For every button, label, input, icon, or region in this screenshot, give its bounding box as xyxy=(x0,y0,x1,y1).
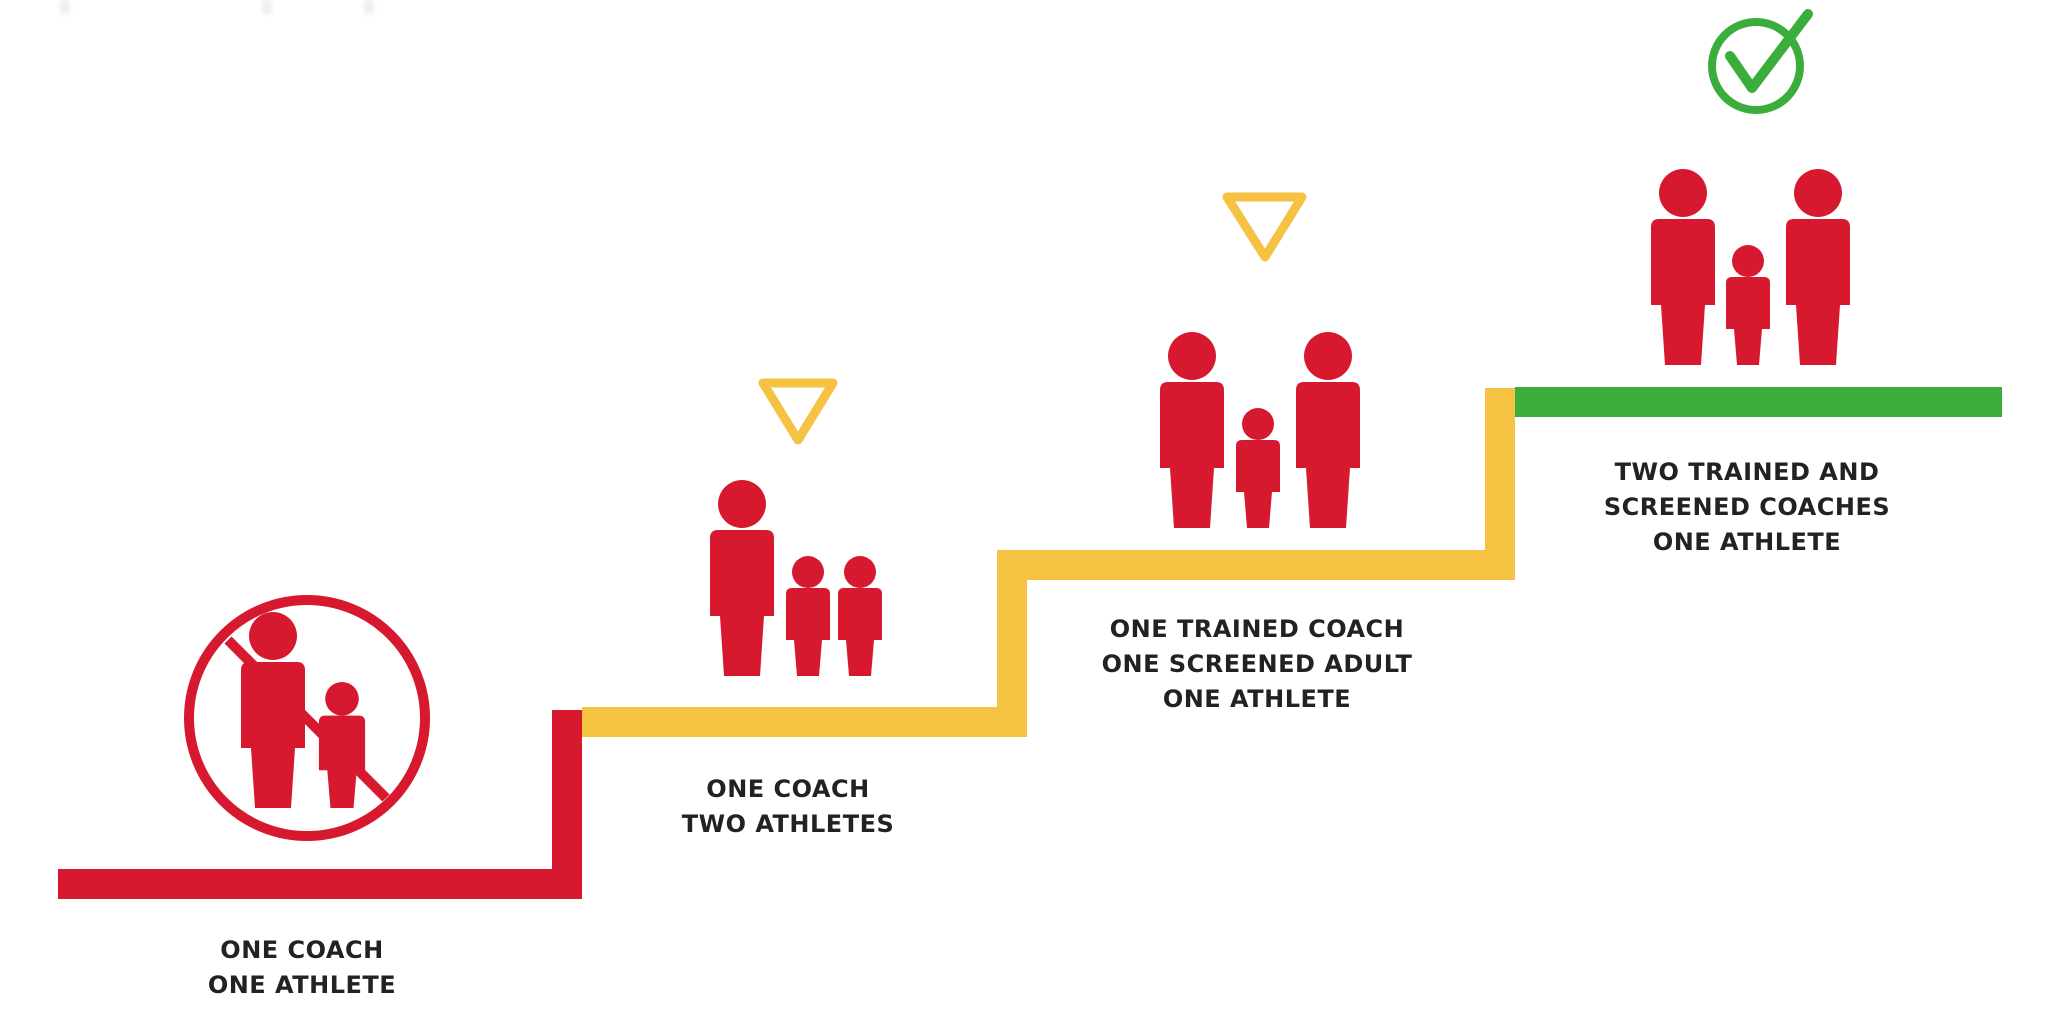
step-4-label: TWO TRAINED AND SCREENED COACHES ONE ATH… xyxy=(1604,455,1890,560)
green-checkmark-icon xyxy=(1708,9,1813,114)
step-1-label: ONE COACH ONE ATHLETE xyxy=(208,933,396,1003)
top-edge-artifact xyxy=(60,0,70,14)
label-line: ONE SCREENED ADULT xyxy=(1101,650,1413,678)
label-line: ONE ATHLETE xyxy=(1162,685,1352,713)
label-line: ONE COACH xyxy=(220,936,384,964)
one-adult-two-children-icon xyxy=(710,480,882,676)
label-line: TWO ATHLETES xyxy=(681,810,895,838)
yield-triangle-icon xyxy=(758,378,838,445)
step-2-label: ONE COACH TWO ATHLETES xyxy=(682,772,895,842)
top-edge-artifact xyxy=(262,0,272,14)
adult-figure-icon xyxy=(241,612,305,808)
two-adults-one-child-icon xyxy=(1160,332,1360,528)
step-line-yellow-2 xyxy=(997,388,1515,580)
top-edge-artifact xyxy=(364,0,374,14)
label-line: TWO TRAINED AND xyxy=(1614,458,1880,486)
label-line: SCREENED COACHES xyxy=(1603,493,1891,521)
label-line: ONE ATHLETE xyxy=(1652,528,1842,556)
yield-triangle-icon xyxy=(1222,192,1307,262)
prohibited-sign-icon xyxy=(184,595,430,841)
label-line: ONE TRAINED COACH xyxy=(1109,615,1405,643)
two-adults-one-child-icon xyxy=(1651,169,1850,365)
step-3-label: ONE TRAINED COACH ONE SCREENED ADULT ONE… xyxy=(1102,612,1413,717)
label-line: ONE ATHLETE xyxy=(207,971,397,999)
step-line-red xyxy=(58,710,582,899)
label-line: ONE COACH xyxy=(706,775,870,803)
step-line-yellow-1 xyxy=(582,550,1027,737)
child-figure-icon xyxy=(318,682,366,808)
